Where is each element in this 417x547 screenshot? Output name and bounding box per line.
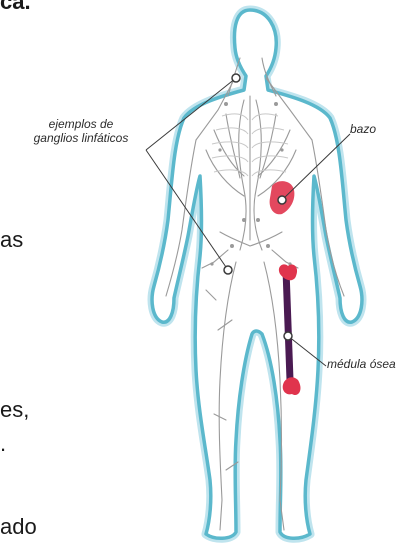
label-spleen: bazo: [350, 122, 376, 136]
label-lymph-nodes-line2: ganglios linfáticos: [6, 131, 156, 145]
label-lymph-nodes: ejemplos de ganglios linfáticos: [6, 117, 156, 145]
label-lymph-nodes-line1: ejemplos de: [6, 117, 156, 131]
label-bone-marrow: médula ósea: [327, 357, 396, 371]
